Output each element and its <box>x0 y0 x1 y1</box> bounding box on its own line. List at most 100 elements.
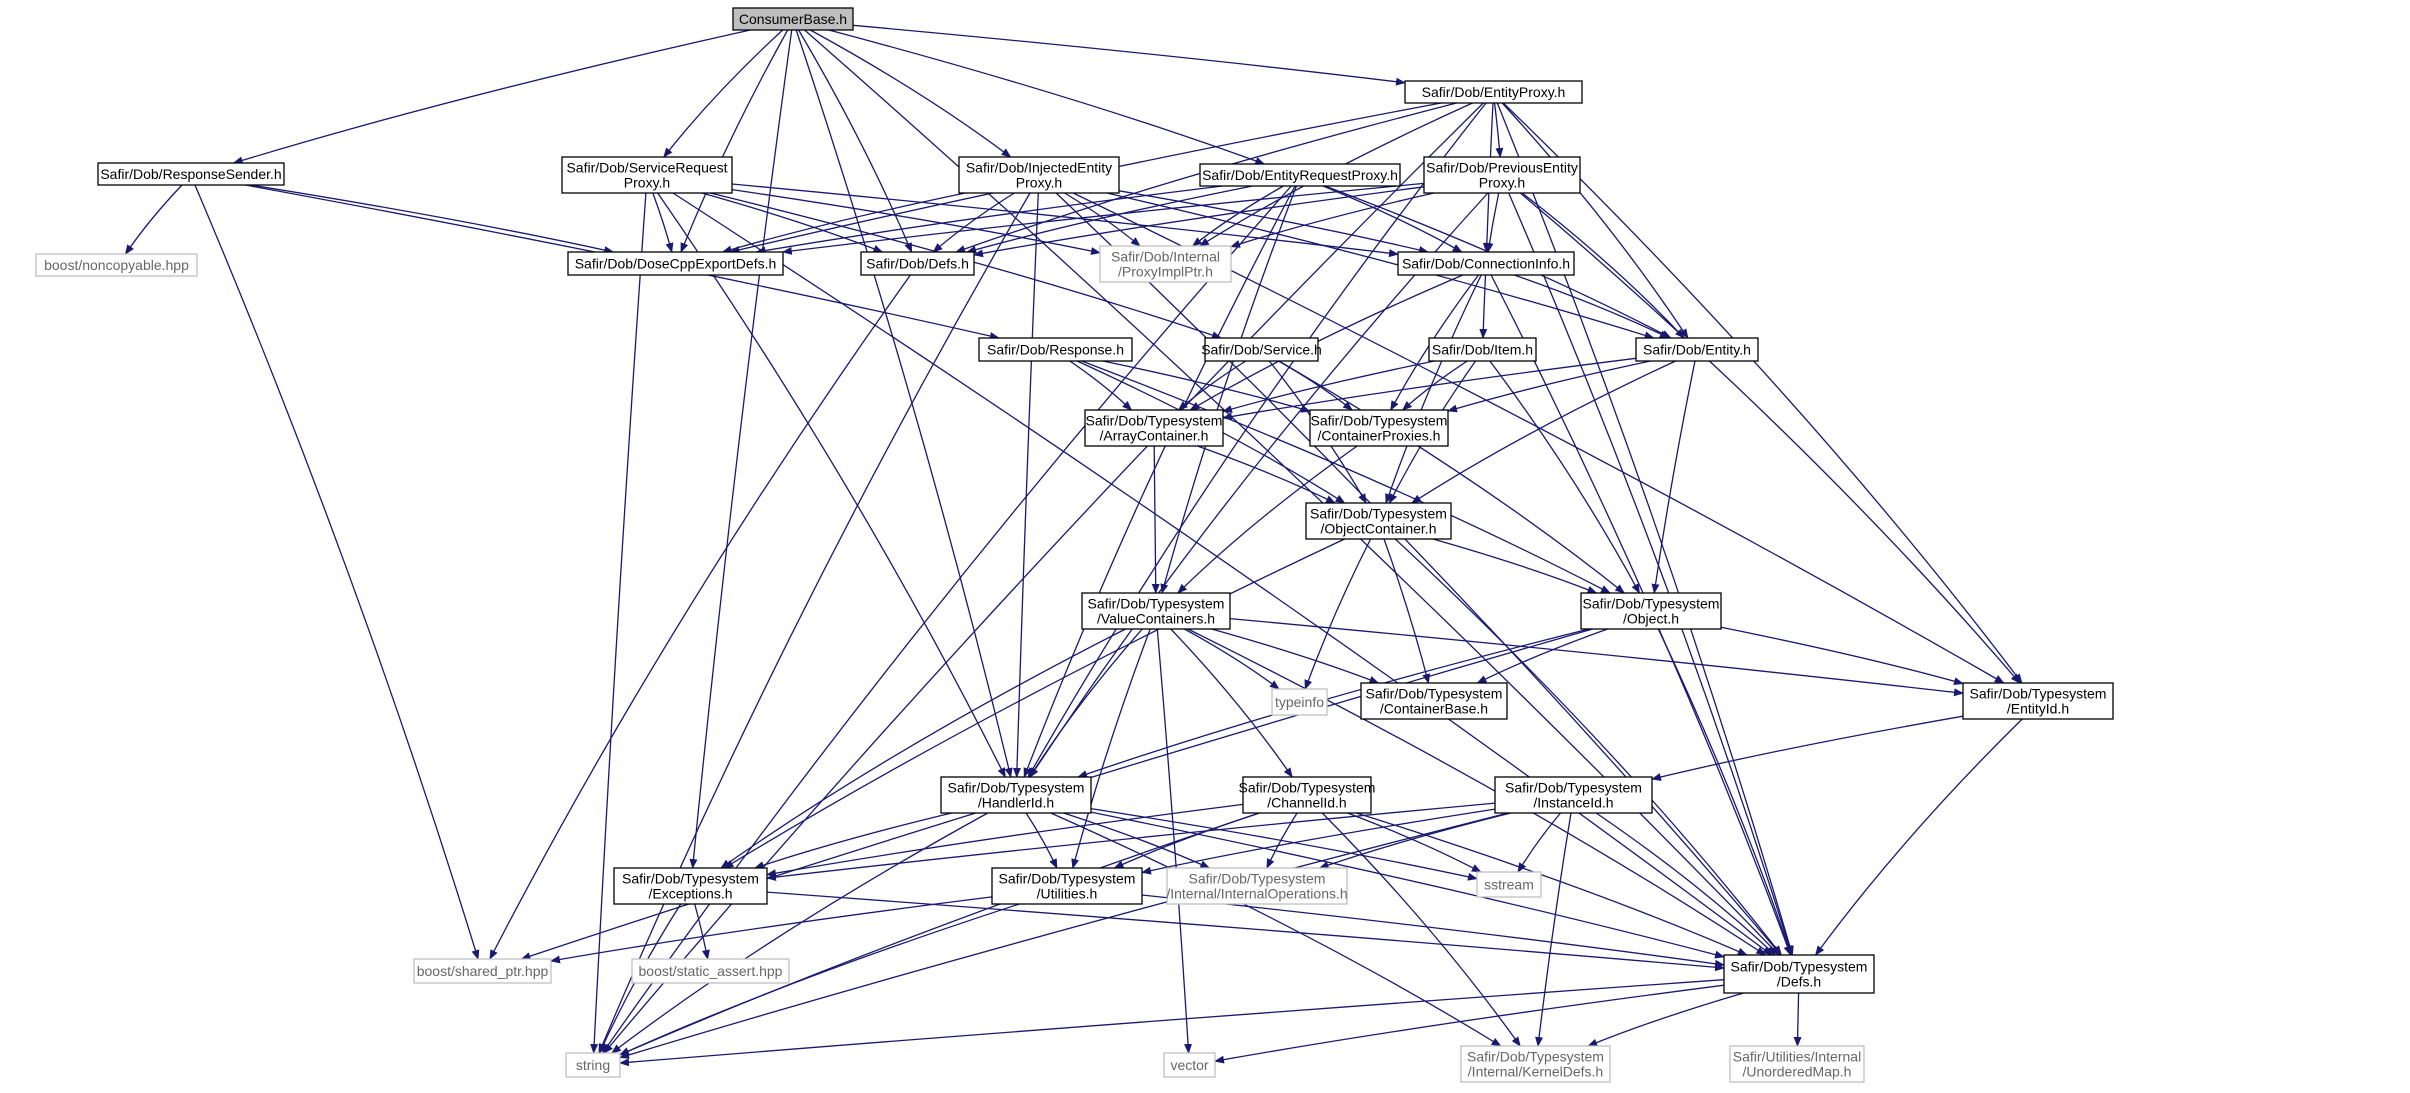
node-box <box>1242 776 1372 814</box>
dependency-edge-n0-n5 <box>828 29 1266 165</box>
dependency-edge-n3-n34 <box>590 192 647 1054</box>
dependency-edge-n25-n27 <box>766 803 1244 878</box>
node-label: Safir/Dob/ResponseSender.h <box>100 166 281 182</box>
graph-node: boost/noncopyable.hpp <box>35 253 198 277</box>
graph-node[interactable]: Safir/Dob/Typesystem/ContainerBase.h <box>1360 682 1508 720</box>
dependency-edge-n4-n31 <box>1055 192 1782 956</box>
dependency-edge-n12-n16 <box>1069 360 1133 411</box>
dependency-edge-n0-n27 <box>689 29 793 869</box>
node-box <box>1199 163 1401 187</box>
graph-node[interactable]: Safir/Dob/Typesystem/InstanceId.h <box>1494 776 1653 814</box>
dependency-edge-n5-n19 <box>1160 185 1298 594</box>
dependency-edge-n3-n11 <box>731 183 1399 258</box>
dependency-edge-n26-n27 <box>766 802 1496 882</box>
dependency-edge-n4-n11 <box>1118 190 1429 254</box>
dependency-edge-n27-n31 <box>766 891 1725 972</box>
node-label: Safir/Dob/Typesystem <box>1970 686 2107 702</box>
node-box <box>1309 409 1449 447</box>
dependency-edge-n25-n30 <box>1347 812 1482 873</box>
graph-node: boost/shared_ptr.hpp <box>413 958 552 984</box>
graph-node[interactable]: Safir/Dob/ResponseSender.h <box>97 162 285 186</box>
node-label: Safir/Dob/Typesystem <box>1086 413 1223 429</box>
graph-node[interactable]: Safir/Dob/Typesystem/ArrayContainer.h <box>1084 409 1224 447</box>
graph-node[interactable]: Safir/Dob/Item.h <box>1428 337 1537 362</box>
node-box <box>1404 80 1583 104</box>
node-box <box>1729 1045 1865 1083</box>
graph-node[interactable]: Safir/Dob/Entity.h <box>1635 337 1759 362</box>
graph-node: typeinfo <box>1271 688 1328 716</box>
graph-node[interactable]: Safir/Dob/Typesystem/EntityId.h <box>1962 682 2114 720</box>
dependency-edge-n12-n20 <box>1081 360 1611 594</box>
graph-node[interactable]: Safir/Dob/DoseCppExportDefs.h <box>567 251 784 276</box>
dependency-edge-n5-n8 <box>755 185 1223 255</box>
dependency-edge-n2-n7 <box>124 184 183 255</box>
node-label: typeinfo <box>1275 694 1324 710</box>
dependency-edge-n4-n10 <box>1064 192 1141 247</box>
graph-node[interactable]: Safir/Dob/Typesystem/ContainerProxies.h <box>1309 409 1449 447</box>
node-box <box>631 958 790 984</box>
graph-node[interactable]: Safir/Dob/EntityProxy.h <box>1404 80 1583 104</box>
dependency-edge-n11-n14 <box>1479 274 1488 339</box>
node-label: Safir/Dob/Typesystem <box>1088 596 1225 612</box>
graph-node[interactable]: Safir/Dob/Typesystem/ObjectContainer.h <box>1305 502 1452 540</box>
dependency-edge-n6-n23 <box>1519 192 2021 684</box>
dependency-edge-n15-n18 <box>1411 360 1676 504</box>
node-label: Safir/Dob/Typesystem <box>1731 959 1868 975</box>
dependency-edge-n1-n24 <box>1027 102 1487 778</box>
dependency-edge-n0-n9 <box>798 29 913 253</box>
graph-node[interactable]: Safir/Dob/Defs.h <box>860 251 975 276</box>
dependency-edge-n1-n23 <box>1502 102 2023 684</box>
dependency-edge-n28-n34 <box>619 903 1020 1056</box>
dependency-edge-n18-n31 <box>1394 538 1783 956</box>
graph-node[interactable]: Safir/Dob/Typesystem/ChannelId.h <box>1239 776 1376 814</box>
dependency-edge-n24-n27 <box>753 812 952 869</box>
node-label: Safir/Dob/Defs.h <box>866 256 969 272</box>
dependency-edge-n26-n36 <box>1535 812 1572 1047</box>
dependency-edge-n1-n15 <box>1501 102 1689 339</box>
nodes-layer: ConsumerBase.hSafir/Dob/EntityProxy.hSaf… <box>35 7 2114 1083</box>
node-label: Proxy.h <box>624 175 670 191</box>
node-label: /HandlerId.h <box>978 795 1054 811</box>
graph-node[interactable]: Safir/Dob/Typesystem/Exceptions.h <box>613 867 768 905</box>
node-label: /ChannelId.h <box>1267 795 1346 811</box>
node-box <box>1962 682 2114 720</box>
dependency-edge-n17-n19 <box>1177 445 1358 594</box>
node-label: Safir/Dob/Typesystem <box>999 871 1136 887</box>
node-box <box>1460 1045 1611 1083</box>
dependency-edge-n19-n28 <box>1071 628 1151 869</box>
dependency-edge-n15-n20 <box>1651 360 1696 594</box>
graph-node: Safir/Dob/Typesystem/Internal/KernelDefs… <box>1460 1045 1611 1083</box>
dependency-edge-n6-n8 <box>781 182 1425 255</box>
graph-node[interactable]: Safir/Dob/Typesystem/Defs.h <box>1723 954 1875 994</box>
dependency-edge-n31-n37 <box>1793 992 1802 1047</box>
graph-node[interactable]: Safir/Dob/Response.h <box>978 337 1133 362</box>
node-label: ConsumerBase.h <box>739 11 847 27</box>
graph-node[interactable]: Safir/Dob/Typesystem/ValueContainers.h <box>1081 592 1231 630</box>
dependency-edge-n26-n30 <box>1517 812 1561 873</box>
node-label: Safir/Dob/Typesystem <box>1467 1049 1604 1065</box>
graph-node[interactable]: Safir/Dob/Service.h <box>1201 337 1322 362</box>
node-box <box>1580 592 1722 630</box>
dependency-edge-n31-n34 <box>619 979 1725 1067</box>
graph-node[interactable]: Safir/Dob/Typesystem/HandlerId.h <box>940 776 1092 814</box>
node-box <box>1081 592 1231 630</box>
node-box <box>1084 409 1224 447</box>
node-box <box>567 251 784 276</box>
node-label: /ArrayContainer.h <box>1100 428 1209 444</box>
graph-node[interactable]: Safir/Dob/Typesystem/Utilities.h <box>991 867 1143 905</box>
dependency-edge-n11-n15 <box>1513 274 1670 339</box>
graph-node[interactable]: Safir/Dob/Typesystem/Object.h <box>1580 592 1722 630</box>
node-box <box>860 251 975 276</box>
graph-node[interactable]: ConsumerBase.h <box>732 7 854 31</box>
graph-node[interactable]: Safir/Dob/EntityRequestProxy.h <box>1199 163 1401 187</box>
node-label: Proxy.h <box>1016 175 1062 191</box>
dependency-edge-n5-n9 <box>966 185 1253 254</box>
node-label: /ValueContainers.h <box>1097 611 1215 627</box>
node-label: /Internal/InternalOperations.h <box>1166 886 1347 902</box>
node-label: Safir/Dob/Typesystem <box>1189 871 1326 887</box>
graph-node[interactable]: Safir/Dob/ConnectionInfo.h <box>1397 251 1575 276</box>
